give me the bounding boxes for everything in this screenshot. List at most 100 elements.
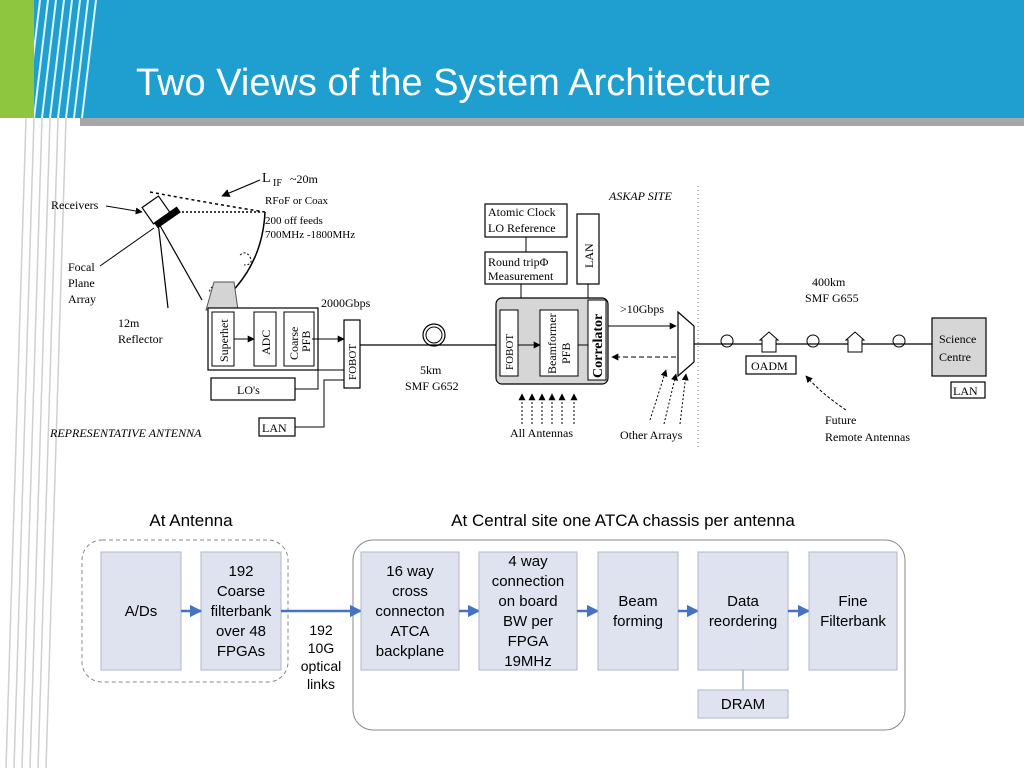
reflector-dashed-edge	[149, 191, 266, 213]
focal-plane-pointer	[99, 227, 155, 267]
coarse-label-2: Coarse	[217, 583, 265, 600]
fiber-400km-label-1: 400km	[812, 275, 846, 289]
science-centre-box	[931, 317, 987, 377]
links-label-1: 192	[309, 622, 333, 638]
coarse-label-4: over 48	[216, 623, 266, 640]
multiplexer-icon	[677, 310, 695, 378]
fourway-label-4: BW per	[503, 613, 553, 630]
lan-connection	[295, 379, 344, 428]
antenna-pedestal	[205, 281, 239, 311]
four-way-box	[478, 551, 578, 671]
other-arrays-inputs	[649, 369, 689, 425]
round-trip-label-2: Measurement	[488, 269, 554, 283]
focal-plane-label-2: Plane	[68, 276, 95, 290]
receivers-label: Receivers	[51, 198, 99, 212]
fiber-spool-icon	[806, 334, 820, 348]
fiber-spool-inner-icon	[425, 326, 443, 344]
fourway-label-5: FPGA	[508, 633, 549, 650]
data-reordering-box	[697, 551, 789, 671]
fourway-label-1: 4 way	[508, 553, 548, 570]
science-centre-label-2: Centre	[939, 350, 971, 364]
cross-label-5: backplane	[376, 643, 444, 660]
cross-label-1: 16 way	[386, 563, 434, 580]
slide-title: Two Views of the System Architecture	[136, 62, 772, 104]
fine-filterbank-box	[808, 551, 898, 671]
fiber-5km-label-1: 5km	[420, 363, 442, 377]
los-connection	[295, 369, 344, 390]
future-antennas-arrow	[805, 375, 847, 411]
round-trip-label-1: Round tripΦ	[488, 255, 549, 269]
atomic-clock-label-2: LO Reference	[488, 221, 556, 235]
rfof-label: RFoF or Coax	[265, 195, 328, 207]
at-central-heading: At Central site one ATCA chassis per ant…	[451, 511, 795, 530]
round-trip-box	[484, 251, 568, 285]
fine-label-1: Fine	[838, 593, 867, 610]
future-label-1: Future	[825, 413, 856, 427]
lif-label: L	[262, 171, 271, 186]
fobot-central-label: FOBOT	[504, 334, 516, 370]
lif-subscript: IF	[273, 178, 282, 189]
ads-label: A/Ds	[125, 603, 158, 620]
lan-central-label: LAN	[582, 243, 596, 268]
fiber-spool-icon	[422, 323, 446, 347]
receivers-arrow	[105, 205, 143, 215]
slide-header: Two Views of the System Architecture	[0, 0, 1024, 118]
node-house-icon	[844, 331, 866, 353]
cross-connect-box	[360, 551, 460, 671]
links-label-2: 10G	[308, 640, 334, 656]
beamformer-label-1: Beamformer	[545, 313, 559, 374]
lan-science-label: LAN	[953, 384, 978, 398]
focal-plane-label-3: Array	[68, 292, 96, 306]
fourway-label-2: connection	[492, 573, 565, 590]
beam-forming-box	[597, 551, 679, 671]
reflector-lobe	[239, 252, 252, 266]
central-group-frame	[352, 539, 906, 731]
fiber-spool-icon	[892, 334, 906, 348]
reorder-label-1: Data	[727, 593, 759, 610]
links-label-4: links	[307, 676, 335, 692]
links-label-3: optical	[301, 658, 341, 674]
fobot-antenna-label: FOBOT	[347, 344, 359, 380]
coarse-label-1: 192	[228, 563, 253, 580]
oadm-label: OADM	[751, 359, 788, 373]
side-decoration-lines	[5, 117, 67, 768]
coarse-label-3: filterbank	[211, 603, 272, 620]
representative-antenna-label: REPRESENTATIVE ANTENNA	[49, 426, 202, 440]
cross-label-2: cross	[392, 583, 428, 600]
coarse-pfb-label-1: Coarse	[287, 327, 301, 360]
science-centre-label-1: Science	[939, 332, 976, 346]
freq-label: 700MHz -1800MHz	[265, 229, 355, 241]
antenna-inputs	[518, 393, 578, 424]
lif-arrow	[221, 179, 261, 197]
feed-support	[157, 221, 203, 301]
beam-label-1: Beam	[618, 593, 657, 610]
correlator-label: Correlator	[591, 314, 606, 378]
cross-label-3: connecton	[375, 603, 444, 620]
beam-label-2: forming	[613, 613, 663, 630]
green-accent-tab	[0, 0, 34, 118]
dram-label: DRAM	[721, 696, 765, 713]
fiber-5km-label-2: SMF G652	[405, 379, 459, 393]
dram-box	[697, 689, 789, 719]
lif-value: ~20m	[290, 172, 318, 186]
fobot-antenna-box	[343, 319, 361, 389]
reflector-label-2: Reflector	[118, 332, 163, 346]
fiber-spool-icon	[720, 334, 734, 348]
oadm-house-icon	[758, 331, 780, 353]
fiber-400km-label-2: SMF G655	[805, 291, 859, 305]
beamformer-label-2: PFB	[559, 343, 573, 364]
header-divider	[80, 118, 1024, 126]
los-label: LO's	[237, 383, 260, 397]
cross-label-4: ATCA	[391, 623, 430, 640]
feed-support	[157, 221, 169, 309]
future-label-2: Remote Antennas	[825, 430, 910, 444]
adc-label: ADC	[259, 330, 273, 355]
atomic-clock-label-1: Atomic Clock	[488, 205, 556, 219]
focal-plane-label-1: Focal	[68, 260, 95, 274]
all-antennas-label: All Antennas	[510, 426, 573, 440]
askap-site-label: ASKAP SITE	[608, 189, 672, 203]
rate-10g-label: >10Gbps	[620, 302, 664, 316]
other-arrays-label: Other Arrays	[620, 428, 683, 442]
correlator-box	[587, 299, 607, 381]
